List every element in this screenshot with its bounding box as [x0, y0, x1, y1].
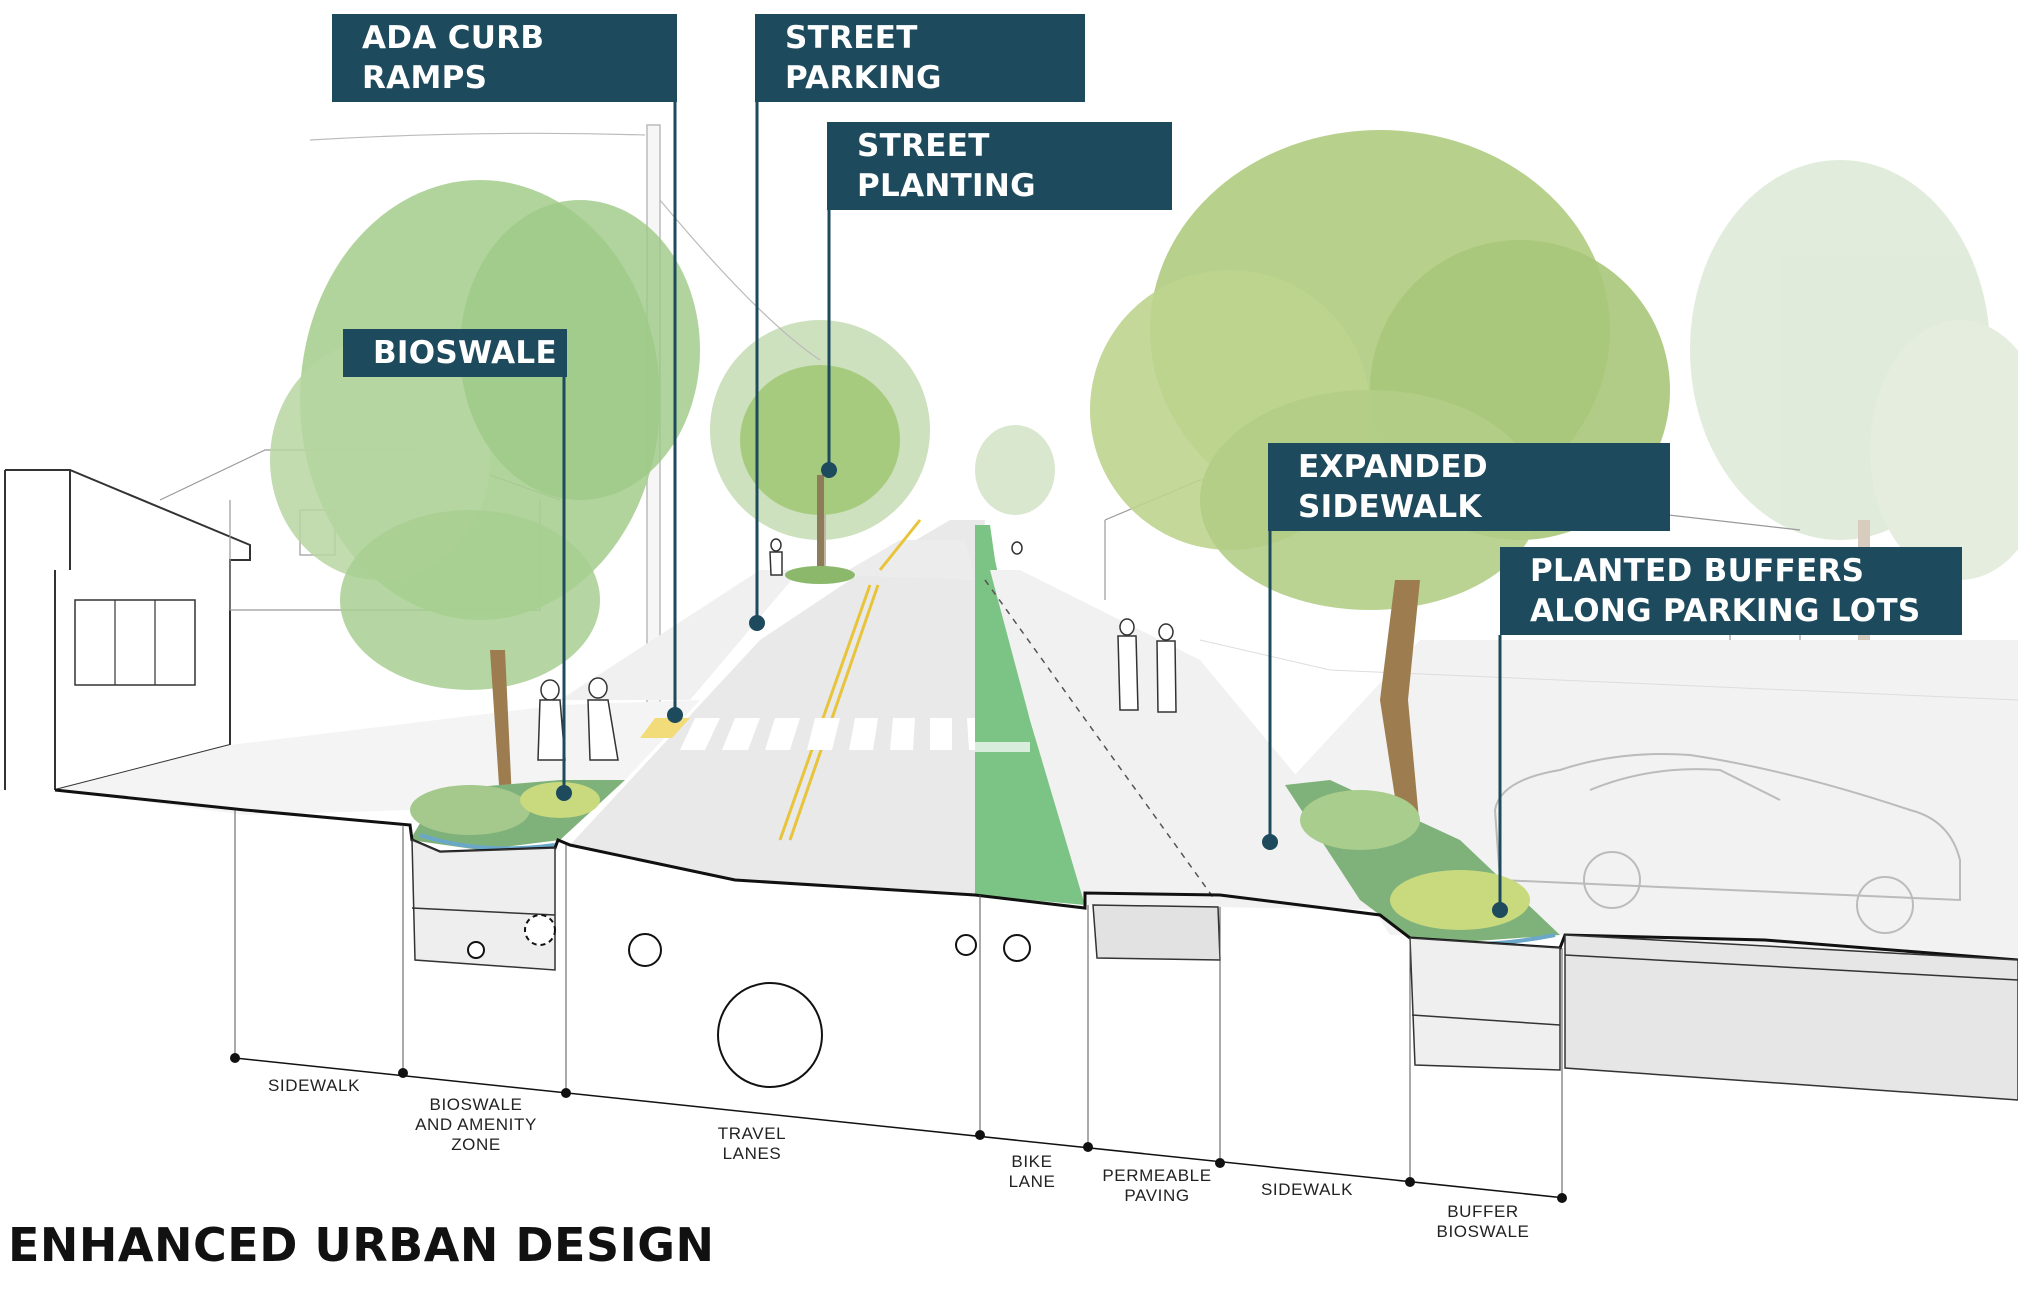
zone-label-travel-lanes: TRAVEL LANES	[717, 1124, 787, 1163]
planting-bed-left	[410, 780, 625, 851]
road-far	[840, 540, 975, 580]
planting-bed-center	[785, 566, 855, 584]
callout-leaders	[562, 62, 1502, 910]
callout-markers	[556, 462, 1508, 918]
callout-bioswale: BIOSWALE	[343, 329, 567, 377]
zone-label-bike-lane: BIKE LANE	[1008, 1152, 1056, 1191]
right-sidewalk	[990, 570, 1400, 910]
tree-left	[270, 180, 700, 800]
dimension-line	[230, 810, 1567, 1203]
callout-street-planting: STREET PLANTING	[827, 122, 1172, 210]
bike-lane	[975, 525, 1085, 905]
callout-planted-buffers: PLANTED BUFFERS ALONG PARKING LOTS	[1500, 547, 1962, 635]
tree-center	[740, 365, 900, 575]
zone-label-permeable-paving: PERMEABLE PAVING	[1102, 1166, 1212, 1205]
fence	[1199, 639, 2018, 701]
zone-label-buffer-bioswale: BUFFER BIOSWALE	[1436, 1202, 1530, 1241]
parked-car	[1493, 753, 1961, 934]
zone-label-bioswale-amenity: BIOSWALE AND AMENITY ZONE	[415, 1095, 537, 1154]
pedestrians	[537, 538, 1177, 761]
zone-label-sidewalk-left: SIDEWALK	[267, 1076, 361, 1095]
page-title: ENHANCED URBAN DESIGN	[8, 1218, 715, 1272]
subsurface-layers	[411, 838, 2018, 1101]
left-plaza	[560, 570, 800, 700]
zone-label-sidewalk-right: SIDEWALK	[1260, 1180, 1354, 1199]
road-centerline	[778, 519, 922, 841]
callout-street-parking: STREET PARKING	[755, 14, 1085, 102]
left-house	[4, 469, 251, 791]
callout-ada-curb-ramps: ADA CURB RAMPS	[332, 14, 677, 102]
curb-ramp-left	[640, 718, 690, 738]
callout-expanded-sidewalk: EXPANDED SIDEWALK	[1268, 443, 1670, 531]
road-surface	[570, 520, 985, 895]
utility-pipes	[467, 914, 1031, 1088]
